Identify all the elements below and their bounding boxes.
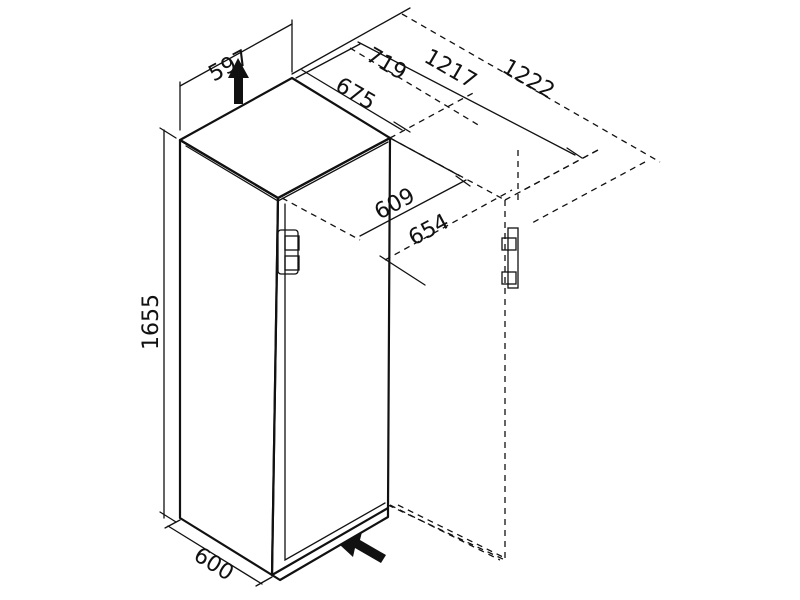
dim-door-group: 609 654 [281,137,513,286]
hinge-block-lower [284,255,300,271]
front-face [178,138,280,577]
dim-height: 1655 [139,127,177,523]
dim-label-1222: 1222 [498,55,559,105]
wall-hinge-block-lower [501,271,517,285]
dim-label-1655: 1655 [139,294,164,350]
hinge-plate [277,229,299,275]
dim-label-609: 609 [371,183,420,225]
dim-width-bottom: 600 [164,519,273,587]
top-inner-edge [185,141,389,202]
ventilation-up-arrow-icon [228,58,249,104]
hinge-block-upper [284,235,300,251]
dim-label-1217: 1217 [420,45,481,95]
door-hinge [277,229,300,275]
appliance-body [178,76,392,582]
floor-guides [389,504,506,561]
dim-label-719: 719 [362,43,411,86]
dim-label-654: 654 [405,209,454,251]
dim-label-675: 675 [331,73,380,116]
dim-width-top: 597 [179,19,293,131]
door-open-bottom [387,504,506,561]
wall-hinge-block-upper [501,237,517,251]
air-intake-arrow-icon [340,532,386,563]
dim-label-597: 597 [205,45,254,87]
dim-depth-group: 675 719 1217 1222 [291,7,661,225]
wall-hinge [387,137,599,561]
base-plinth [270,506,390,582]
wall-hinge-plate [507,227,519,289]
door-inner-edge [284,203,386,562]
